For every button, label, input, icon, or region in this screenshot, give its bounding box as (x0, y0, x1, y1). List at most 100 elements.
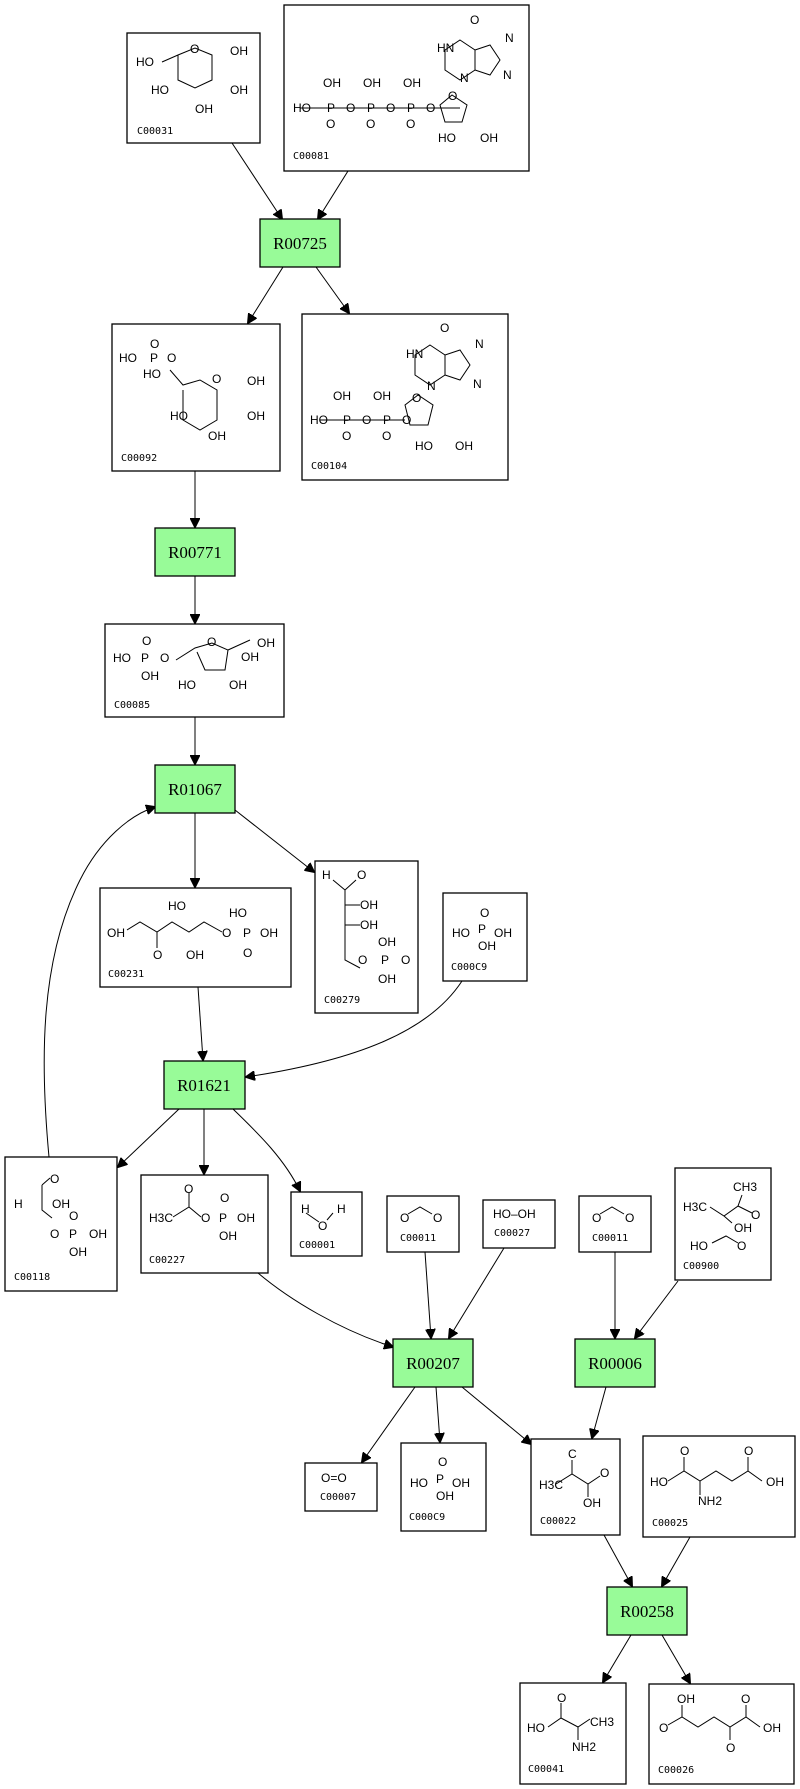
svg-text:HO: HO (170, 409, 188, 423)
edge-c00118-r01067 (43, 807, 155, 1158)
compound-C00026[interactable]: OH O O OH O C00026 (648, 1683, 795, 1785)
svg-text:OH: OH (229, 678, 247, 692)
compound-C00025[interactable]: O O HO OH NH2 C00025 (642, 1435, 796, 1538)
compound-C00092[interactable]: O HO P O HO O OH HO OH OH C00092 (111, 323, 281, 472)
compound-C00104[interactable]: O HN N N N OH OH HO P O P O O O O HO OH … (301, 313, 509, 481)
svg-text:NH2: NH2 (572, 1740, 596, 1754)
svg-text:HO: HO (119, 351, 137, 365)
svg-text:HN: HN (437, 41, 454, 55)
compound-id: C00092 (121, 453, 157, 464)
svg-text:OH: OH (478, 939, 496, 953)
svg-text:OH: OH (52, 1197, 70, 1211)
compound-C00022[interactable]: C H3C O OH C00022 (530, 1438, 621, 1536)
reaction-R00771[interactable]: R00771 (154, 527, 236, 577)
svg-text:HO: HO (410, 1476, 428, 1490)
svg-text:OH: OH (89, 1227, 107, 1241)
compound-C00118[interactable]: O H OH O O P OH OH C00118 (4, 1156, 118, 1292)
reaction-label: R01621 (177, 1076, 231, 1095)
svg-text:OH: OH (260, 926, 278, 940)
reaction-label: R00207 (406, 1354, 460, 1373)
compound-C000C9[interactable]: O HO P OH OH C000C9 (442, 892, 528, 982)
compound-id: C00011 (400, 1233, 436, 1244)
svg-text:OH: OH (494, 926, 512, 940)
svg-text:P: P (343, 413, 351, 427)
compound-C00001[interactable]: H O H C00001 (290, 1191, 363, 1257)
reaction-R00207[interactable]: R00207 (392, 1338, 474, 1388)
svg-text:NH2: NH2 (698, 1494, 722, 1508)
compound-C00011[interactable]: O O C00011 (578, 1195, 652, 1253)
reaction-R00258[interactable]: R00258 (606, 1586, 688, 1636)
compound-C00231[interactable]: OH HO O OH HO O P OH O C00231 (99, 887, 292, 988)
compound-C00279[interactable]: H O OH OH OH O P O OH C00279 (314, 860, 419, 1014)
compound-id: C000C9 (451, 962, 487, 973)
svg-text:O: O (592, 1211, 601, 1225)
svg-text:P: P (436, 1472, 444, 1486)
svg-text:O: O (659, 1721, 668, 1735)
structure-erythrose-4p: H O OH OH OH O P O OH (322, 868, 410, 986)
svg-text:OH: OH (323, 76, 341, 90)
svg-text:P: P (381, 953, 389, 967)
svg-text:O: O (184, 1182, 193, 1196)
edge-r01621-c00001 (232, 1108, 300, 1191)
structure-pyruvate: C H3C O OH (539, 1447, 609, 1510)
compound-id: C000C9 (409, 1512, 445, 1523)
svg-text:O: O (243, 946, 252, 960)
svg-text:OH: OH (107, 926, 125, 940)
edge-r00258-c00026 (661, 1634, 690, 1683)
reaction-R01067[interactable]: R01067 (154, 764, 236, 814)
svg-text:OH: OH (452, 1476, 470, 1490)
compound-id: C00007 (320, 1492, 356, 1503)
compound-C000C9[interactable]: O HO P OH OH C000C9 (400, 1442, 487, 1532)
svg-text:N: N (505, 31, 514, 45)
reaction-R00006[interactable]: R00006 (574, 1338, 656, 1388)
structure-glucose: HO O OH HO OH OH (136, 42, 248, 116)
edge-c00022-r00258 (603, 1534, 632, 1586)
compound-id: C00279 (324, 995, 360, 1006)
svg-text:O: O (150, 337, 159, 351)
svg-text:OH: OH (436, 1489, 454, 1503)
structure-f6p: O HO P O OH O OH OH HO OH (113, 634, 275, 692)
edge-r00006-c00022 (592, 1386, 607, 1438)
compound-C00081[interactable]: O HN N N N OH OH OH HO P O P O P O O O O… (283, 4, 530, 172)
svg-text:O: O (448, 89, 457, 103)
edge-r00207-c00007 (362, 1386, 416, 1462)
svg-text:O: O (440, 321, 449, 335)
structure-alanine: O HO CH3 NH2 (527, 1691, 614, 1754)
svg-text:O: O (50, 1227, 59, 1241)
svg-text:O: O (167, 351, 176, 365)
compound-C00027[interactable]: HO–OH C00027 (482, 1199, 556, 1249)
svg-text:N: N (503, 68, 512, 82)
svg-text:P: P (327, 101, 335, 115)
structure-hydrogen-peroxide: HO–OH (493, 1207, 536, 1221)
edge-c00031-r00725 (231, 142, 282, 219)
svg-text:O: O (69, 1209, 78, 1223)
structure-itp: O HN N N N OH OH OH HO P O P O P O O O O… (293, 13, 514, 145)
svg-text:OH: OH (257, 636, 275, 650)
compound-C00041[interactable]: O HO CH3 NH2 C00041 (519, 1682, 627, 1785)
svg-text:O: O (212, 372, 221, 386)
structure-2-oxoglutarate: OH O O OH O (659, 1692, 781, 1755)
svg-text:HN: HN (406, 347, 423, 361)
compound-C00085[interactable]: O HO P O OH O OH OH HO OH C00085 (104, 623, 285, 718)
svg-text:N: N (475, 337, 484, 351)
svg-text:OH: OH (583, 1496, 601, 1510)
svg-text:O: O (142, 634, 151, 648)
reaction-label: R00258 (620, 1602, 674, 1621)
reaction-R01621[interactable]: R01621 (163, 1060, 246, 1110)
structure-phosphate: O HO P OH OH (410, 1455, 470, 1503)
svg-text:HO: HO (151, 83, 169, 97)
svg-text:H: H (301, 1202, 310, 1216)
compound-C00007[interactable]: O=O C00007 (304, 1462, 378, 1512)
svg-text:H: H (322, 868, 331, 882)
edge-r00207-c000c9 (436, 1386, 440, 1442)
compound-C00031[interactable]: HO O OH HO OH OH C00031 (126, 32, 261, 144)
reaction-R00725[interactable]: R00725 (259, 218, 341, 268)
svg-text:O: O (326, 117, 335, 131)
compound-C00011[interactable]: O O C00011 (386, 1195, 460, 1253)
svg-text:O: O (600, 1466, 609, 1480)
svg-text:HO: HO (229, 906, 247, 920)
compound-C00900[interactable]: CH3 H3C O OH HO O C00900 (674, 1167, 772, 1281)
edge-r00725-c00104 (315, 266, 349, 313)
compound-C00227[interactable]: O O H3C O P OH OH C00227 (140, 1174, 269, 1274)
svg-text:OH: OH (763, 1721, 781, 1735)
